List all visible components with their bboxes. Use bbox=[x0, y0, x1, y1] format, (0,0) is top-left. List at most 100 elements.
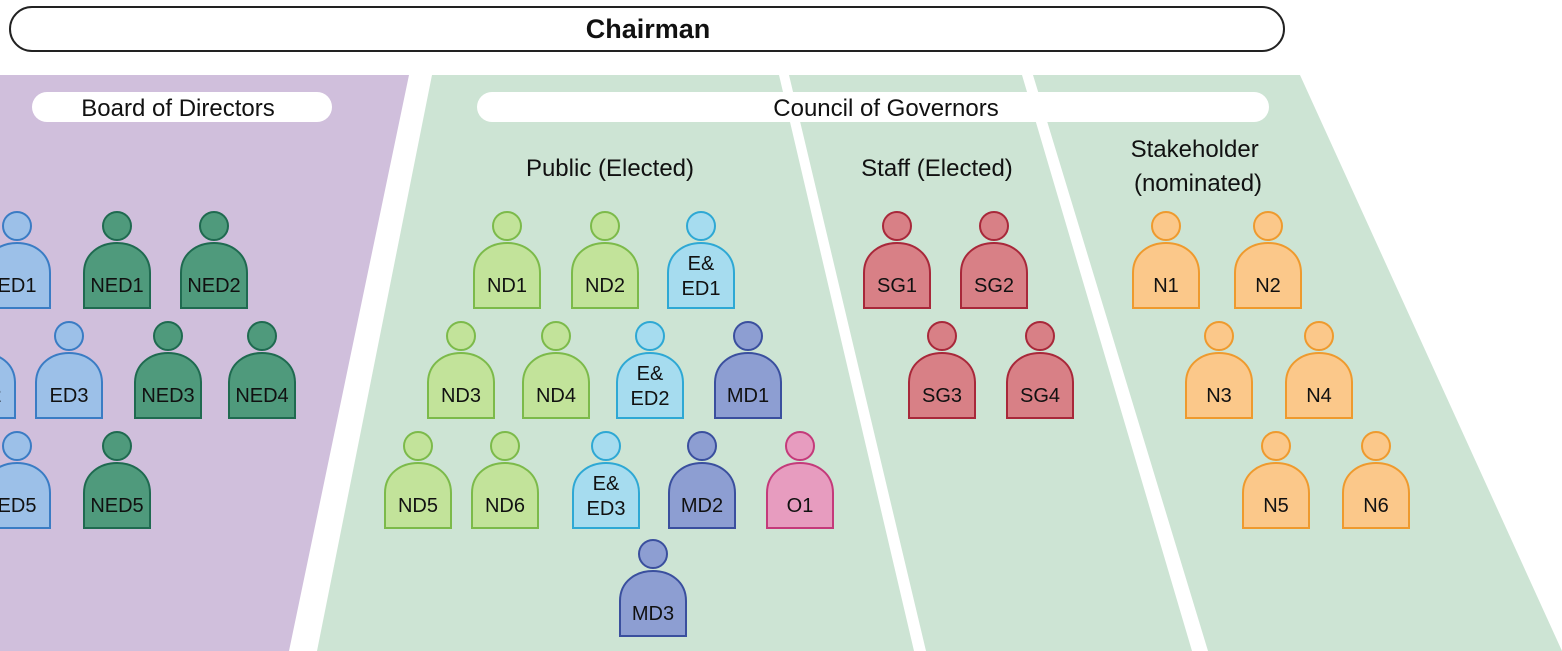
person-body bbox=[1342, 462, 1410, 529]
person-head bbox=[541, 321, 571, 351]
council-public-panel bbox=[317, 75, 914, 651]
person-head bbox=[403, 431, 433, 461]
person-body bbox=[473, 242, 541, 309]
person-head bbox=[2, 211, 32, 241]
person-label: ND2 bbox=[585, 275, 625, 297]
person-nd6: ND6 bbox=[471, 431, 539, 529]
person-body bbox=[35, 352, 103, 419]
person-n6: N6 bbox=[1342, 431, 1410, 529]
person-head bbox=[1304, 321, 1334, 351]
person-head bbox=[785, 431, 815, 461]
person-label: SG3 bbox=[922, 385, 962, 407]
person-label: ED1 bbox=[0, 275, 36, 297]
person-head bbox=[590, 211, 620, 241]
person-body bbox=[471, 462, 539, 529]
person-body bbox=[1132, 242, 1200, 309]
council-title: Council of Governors bbox=[773, 95, 998, 122]
person-body bbox=[0, 462, 51, 529]
person-n2: N2 bbox=[1234, 211, 1302, 309]
person-label: NED5 bbox=[90, 495, 143, 517]
person-body bbox=[1185, 352, 1253, 419]
person-n1: N1 bbox=[1132, 211, 1200, 309]
chairman-bar: Chairman bbox=[9, 6, 1285, 52]
person-n5: N5 bbox=[1242, 431, 1310, 529]
person-label: N5 bbox=[1263, 495, 1289, 517]
person-md3: MD3 bbox=[619, 539, 687, 637]
person-label: N2 bbox=[1255, 275, 1281, 297]
person-head bbox=[591, 431, 621, 461]
person-body bbox=[616, 352, 684, 419]
person-ed1: ED1 bbox=[0, 211, 51, 309]
person-label: NED3 bbox=[141, 385, 194, 407]
group-title-stakeholder: Stakeholder (nominated) bbox=[1131, 136, 1266, 197]
person-label: NED2 bbox=[187, 275, 240, 297]
person-nd5: ND5 bbox=[384, 431, 452, 529]
group-title-stakeholder-line-1: Stakeholder bbox=[1131, 136, 1259, 163]
person-label: ND6 bbox=[485, 495, 525, 517]
person-head bbox=[979, 211, 1009, 241]
person-body bbox=[83, 462, 151, 529]
person-label: MD3 bbox=[632, 603, 674, 625]
person-body bbox=[668, 462, 736, 529]
person-head bbox=[1025, 321, 1055, 351]
person-head bbox=[1261, 431, 1291, 461]
person-body bbox=[0, 242, 51, 309]
person-head bbox=[153, 321, 183, 351]
person-o1: O1 bbox=[766, 431, 834, 529]
person-label: N4 bbox=[1306, 385, 1332, 407]
person-nd4: ND4 bbox=[522, 321, 590, 419]
person-head bbox=[2, 431, 32, 461]
person-head bbox=[1204, 321, 1234, 351]
person-label: E&ED3 bbox=[587, 473, 626, 520]
person-head bbox=[686, 211, 716, 241]
person-head bbox=[490, 431, 520, 461]
person-ned1: NED1 bbox=[83, 211, 151, 309]
person-body bbox=[766, 462, 834, 529]
person-label: MD2 bbox=[681, 495, 723, 517]
group-title-staff: Staff (Elected) bbox=[861, 155, 1013, 182]
person-body bbox=[619, 570, 687, 637]
person-label: O1 bbox=[787, 495, 814, 517]
person-ned5: NED5 bbox=[83, 431, 151, 529]
person-sg4: SG4 bbox=[1006, 321, 1074, 419]
person-nd2: ND2 bbox=[571, 211, 639, 309]
person-label: SG1 bbox=[877, 275, 917, 297]
person-head bbox=[635, 321, 665, 351]
person-label: SG2 bbox=[974, 275, 1014, 297]
person-md2: MD2 bbox=[668, 431, 736, 529]
person-head bbox=[102, 211, 132, 241]
person-body bbox=[572, 462, 640, 529]
person-label: MD1 bbox=[727, 385, 769, 407]
person-ed3: ED3 bbox=[35, 321, 103, 419]
person-body bbox=[228, 352, 296, 419]
person-body bbox=[667, 242, 735, 309]
person-body bbox=[1242, 462, 1310, 529]
person-ned4: NED4 bbox=[228, 321, 296, 419]
board-title: Board of Directors bbox=[81, 95, 274, 122]
person-body bbox=[1006, 352, 1074, 419]
chairman-label: Chairman bbox=[586, 14, 711, 44]
person-sg1: SG1 bbox=[863, 211, 931, 309]
person-head bbox=[638, 539, 668, 569]
person-label: ND1 bbox=[487, 275, 527, 297]
person-head bbox=[927, 321, 957, 351]
person-body bbox=[960, 242, 1028, 309]
person-label: ED2 bbox=[0, 385, 1, 407]
person-label: E&ED2 bbox=[631, 363, 670, 410]
person-label: NED1 bbox=[90, 275, 143, 297]
person-body bbox=[83, 242, 151, 309]
person-head bbox=[247, 321, 277, 351]
person-body bbox=[134, 352, 202, 419]
person-head bbox=[1253, 211, 1283, 241]
person-body bbox=[1234, 242, 1302, 309]
person-ned3: NED3 bbox=[134, 321, 202, 419]
person-ed2: ED2 bbox=[0, 356, 16, 419]
person-body bbox=[571, 242, 639, 309]
person-ned2: NED2 bbox=[180, 211, 248, 309]
person-n3: N3 bbox=[1185, 321, 1253, 419]
person-md1: MD1 bbox=[714, 321, 782, 419]
person-ed5: ED5 bbox=[0, 431, 51, 529]
person-label: ED3 bbox=[50, 385, 89, 407]
person-head bbox=[1361, 431, 1391, 461]
